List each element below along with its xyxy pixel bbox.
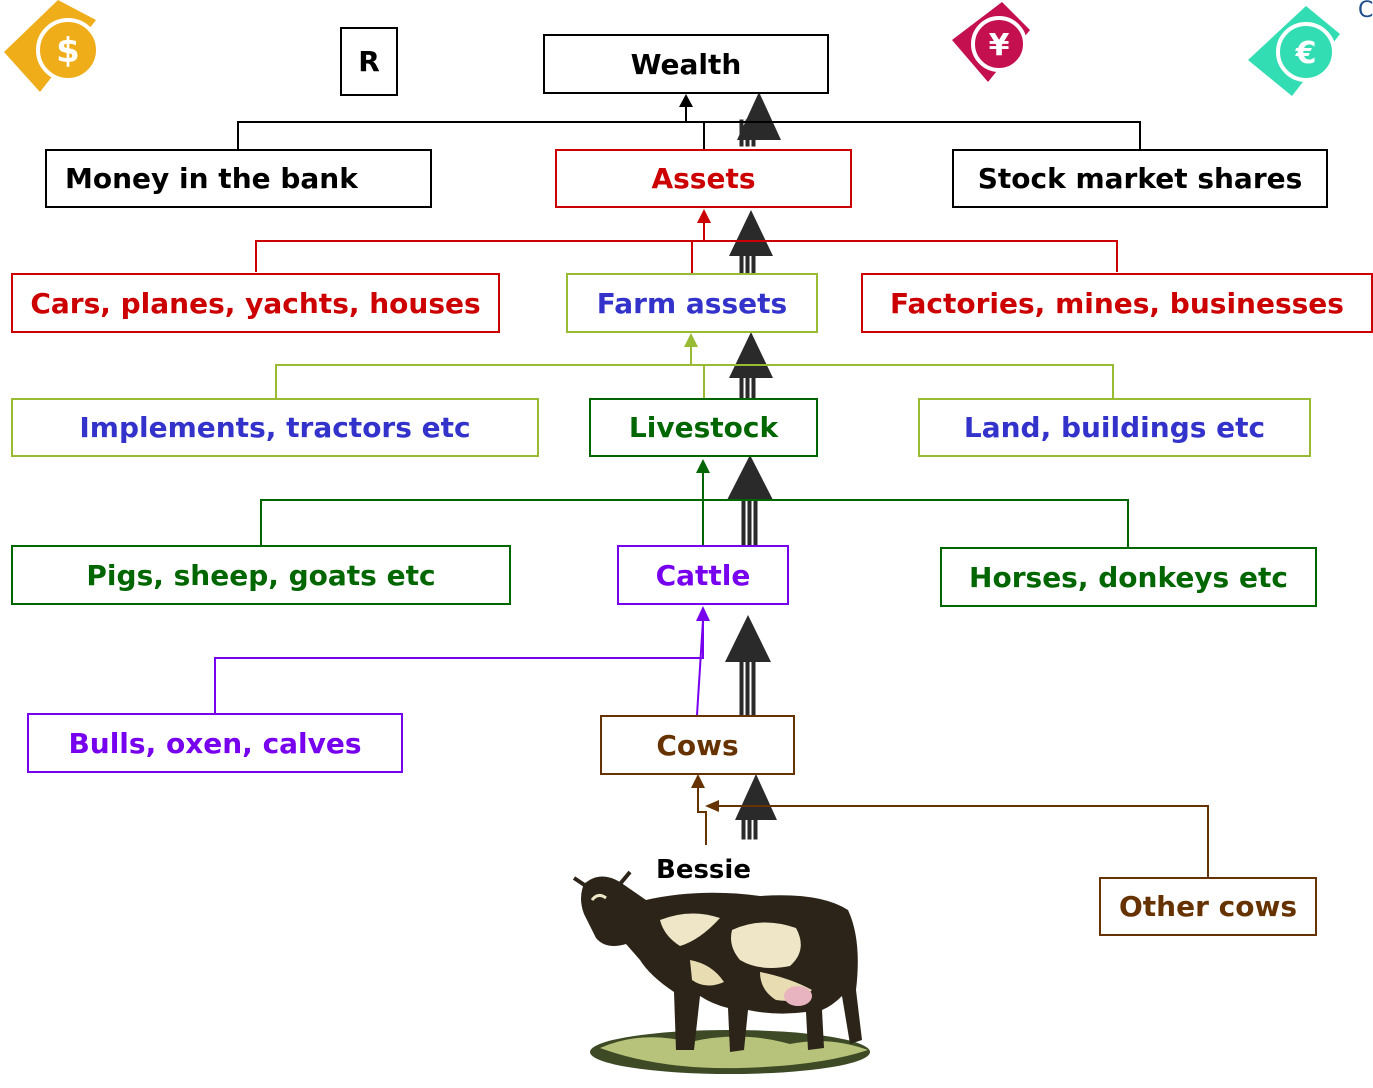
assets-connectors: [255, 222, 1118, 274]
land-box: Land, buildings etc: [918, 398, 1311, 457]
cattle-box: Cattle: [617, 545, 789, 605]
wealth-arrowhead: [679, 94, 693, 107]
assets-arrowhead: [697, 209, 711, 223]
bessie-label: Bessie: [656, 855, 751, 885]
wealth-box: Wealth: [543, 34, 829, 94]
other-cows-box: Other cows: [1099, 877, 1317, 936]
assets-box: Assets: [555, 149, 852, 208]
cows-box: Cows: [600, 715, 795, 775]
implements-box: Implements, tractors etc: [11, 398, 539, 457]
cars-box: Cars, planes, yachts, houses: [11, 273, 500, 333]
cows-connectors: [697, 786, 1209, 877]
pigs-box: Pigs, sheep, goats etc: [11, 545, 511, 605]
cattle-arrowhead: [696, 606, 710, 621]
horses-box: Horses, donkeys etc: [940, 547, 1317, 607]
dollar-coin-icon: $: [4, 0, 100, 92]
cows-arrowhead-bessie: [691, 774, 705, 788]
dollar-symbol: $: [56, 31, 80, 71]
wealth-connectors: [237, 104, 1141, 150]
cattle-connectors: [214, 619, 704, 716]
factories-box: Factories, mines, businesses: [861, 273, 1373, 333]
bulls-box: Bulls, oxen, calves: [27, 713, 403, 773]
cow-illustration: [572, 870, 870, 1074]
farm-assets-arrowhead: [684, 333, 698, 347]
yen-coin-icon: ¥: [952, 2, 1030, 82]
farm-assets-box: Farm assets: [566, 273, 818, 333]
livestock-connectors: [260, 472, 1129, 547]
euro-coin-icon: €: [1248, 6, 1340, 96]
stock-market-box: Stock market shares: [952, 149, 1328, 208]
cows-arrowhead-other: [705, 800, 719, 812]
livestock-box: Livestock: [589, 398, 818, 457]
livestock-arrowhead: [696, 459, 710, 473]
money-in-bank-box: Money in the bank: [45, 149, 432, 208]
yen-symbol: ¥: [989, 28, 1010, 63]
euro-symbol: €: [1295, 36, 1317, 71]
farm-assets-connectors: [275, 346, 1114, 398]
r-box: R: [340, 27, 398, 96]
corner-glyph: C: [1358, 0, 1373, 23]
